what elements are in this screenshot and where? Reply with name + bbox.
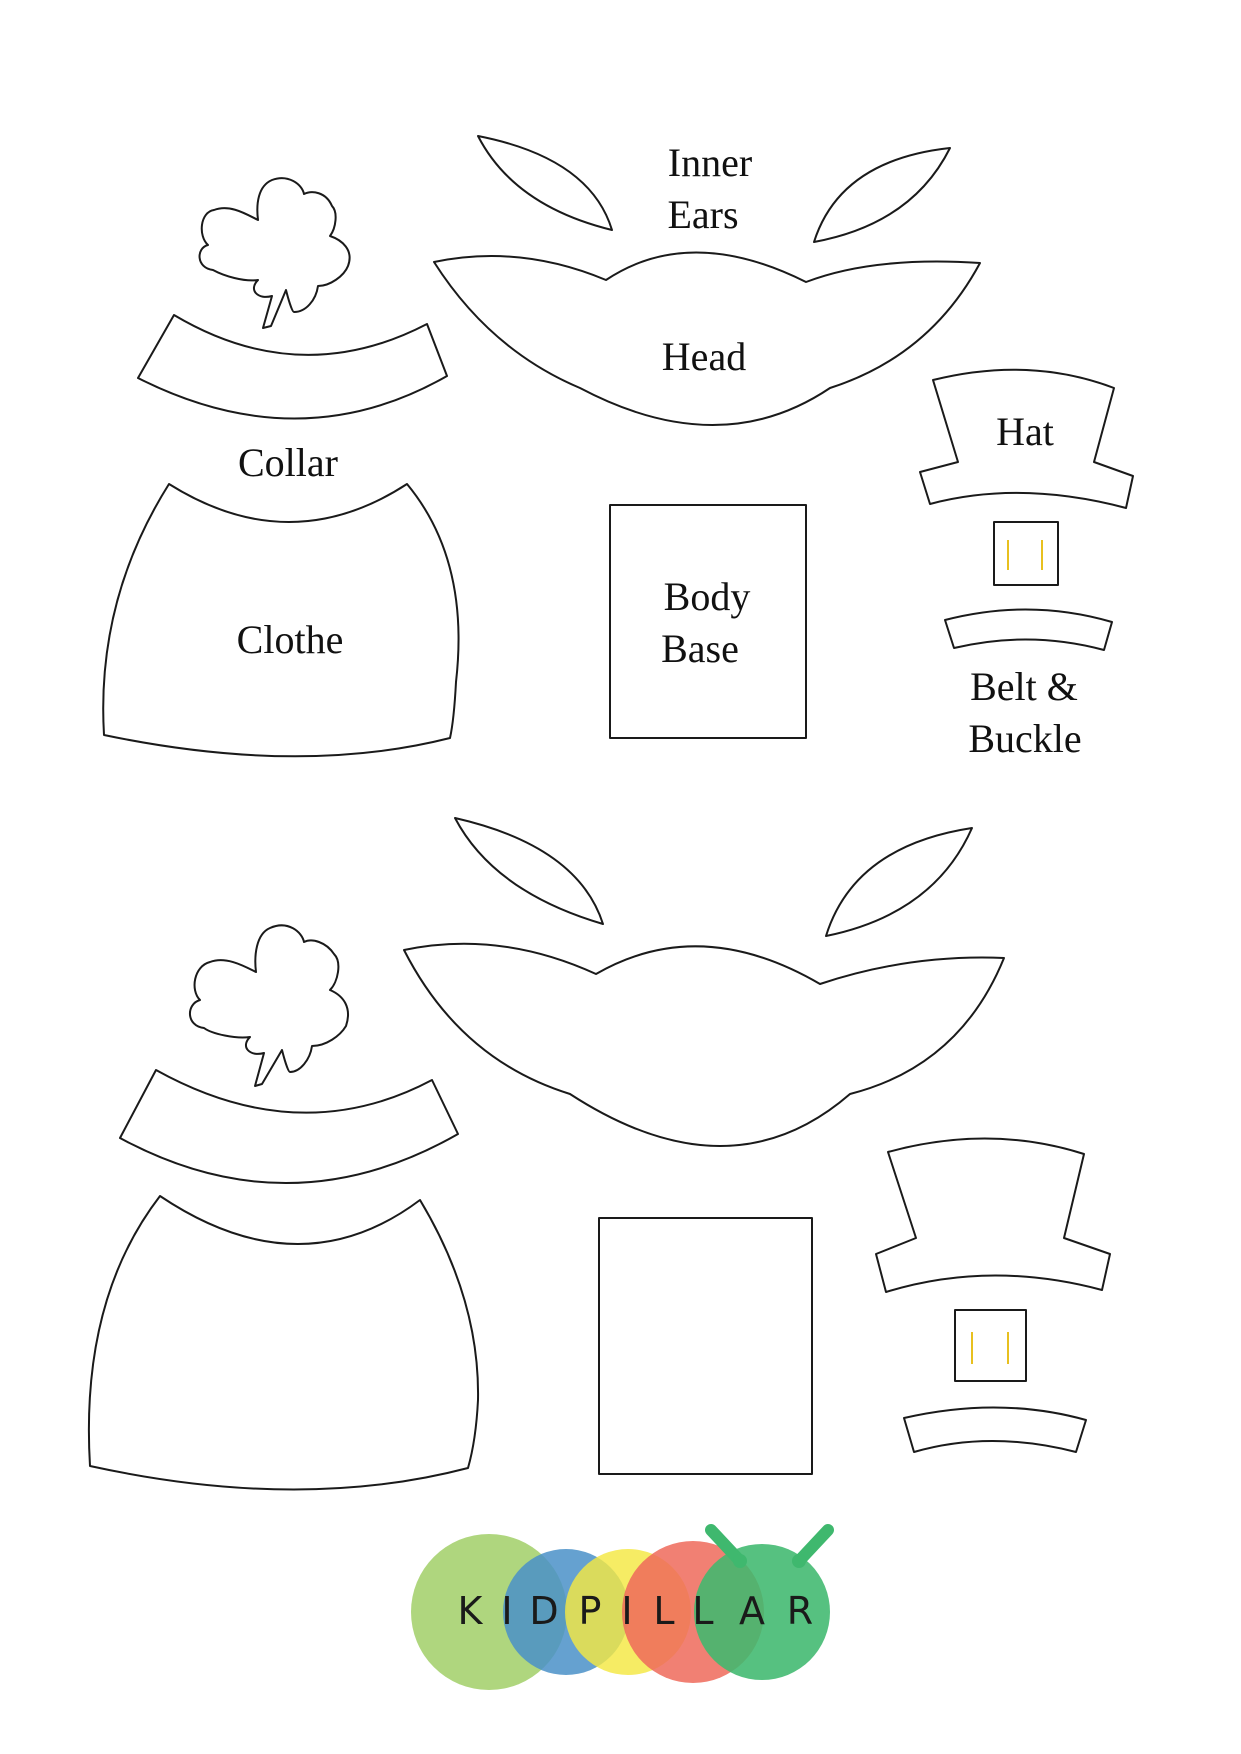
inner-ear-right-shape [825, 827, 973, 937]
logo-wordmark: K I D P I L L A R [458, 1589, 814, 1633]
logo-antenna-tip-right [792, 1554, 806, 1568]
inner-ear-left-shape [477, 135, 613, 231]
logo-antenna-right [793, 1524, 834, 1567]
head-shape [403, 942, 1005, 1147]
logo-antenna-tip-left [733, 1554, 747, 1568]
inner-ears-label-line2: Ears [667, 192, 738, 237]
template-set-blank [87, 817, 1111, 1491]
kidpillar-logo: K I D P I L L A R [411, 1524, 834, 1690]
clothe-shape [87, 1195, 480, 1491]
logo-letter: I [621, 1589, 632, 1633]
logo-letter: I [501, 1589, 512, 1633]
body-base-shape [598, 1217, 813, 1475]
logo-letter: P [579, 1589, 602, 1633]
collar-shape [137, 314, 448, 420]
hat-label: Hat [996, 409, 1054, 454]
logo-letter: K [458, 1589, 484, 1633]
body-base-label-line1: Body [664, 574, 751, 619]
hat-shape [919, 368, 1134, 509]
shamrock-shape [198, 177, 351, 329]
inner-ear-right-shape [813, 147, 951, 243]
logo-letter: R [787, 1589, 813, 1633]
clothe-label: Clothe [237, 617, 344, 662]
shamrock-shape [189, 924, 349, 1087]
belt-shape [944, 608, 1113, 651]
belt-label-line1: Belt & [970, 664, 1078, 709]
belt-shape [903, 1406, 1087, 1453]
logo-antenna-left [705, 1524, 746, 1567]
logo-circle-5 [694, 1544, 830, 1680]
belt-label-line2: Buckle [968, 716, 1081, 761]
logo-letter: L [653, 1589, 674, 1633]
logo-letter: L [692, 1589, 713, 1633]
buckle-shape [993, 521, 1059, 586]
head-label: Head [662, 334, 746, 379]
head-shape [433, 251, 981, 426]
body-base-shape [609, 504, 807, 739]
inner-ear-left-shape [454, 817, 604, 925]
hat-shape [875, 1137, 1111, 1293]
body-base-label-line2: Base [661, 626, 739, 671]
logo-letter: D [529, 1589, 558, 1633]
clothe-shape [102, 483, 460, 758]
inner-ears-label-line1: Inner [668, 140, 752, 185]
collar-label: Collar [238, 440, 338, 485]
logo-letter: A [739, 1589, 765, 1633]
template-set-labelled: Collar Clothe Inner Ears Head Body Base … [102, 135, 1134, 761]
collar-shape [119, 1069, 459, 1184]
buckle-shape [954, 1309, 1027, 1382]
